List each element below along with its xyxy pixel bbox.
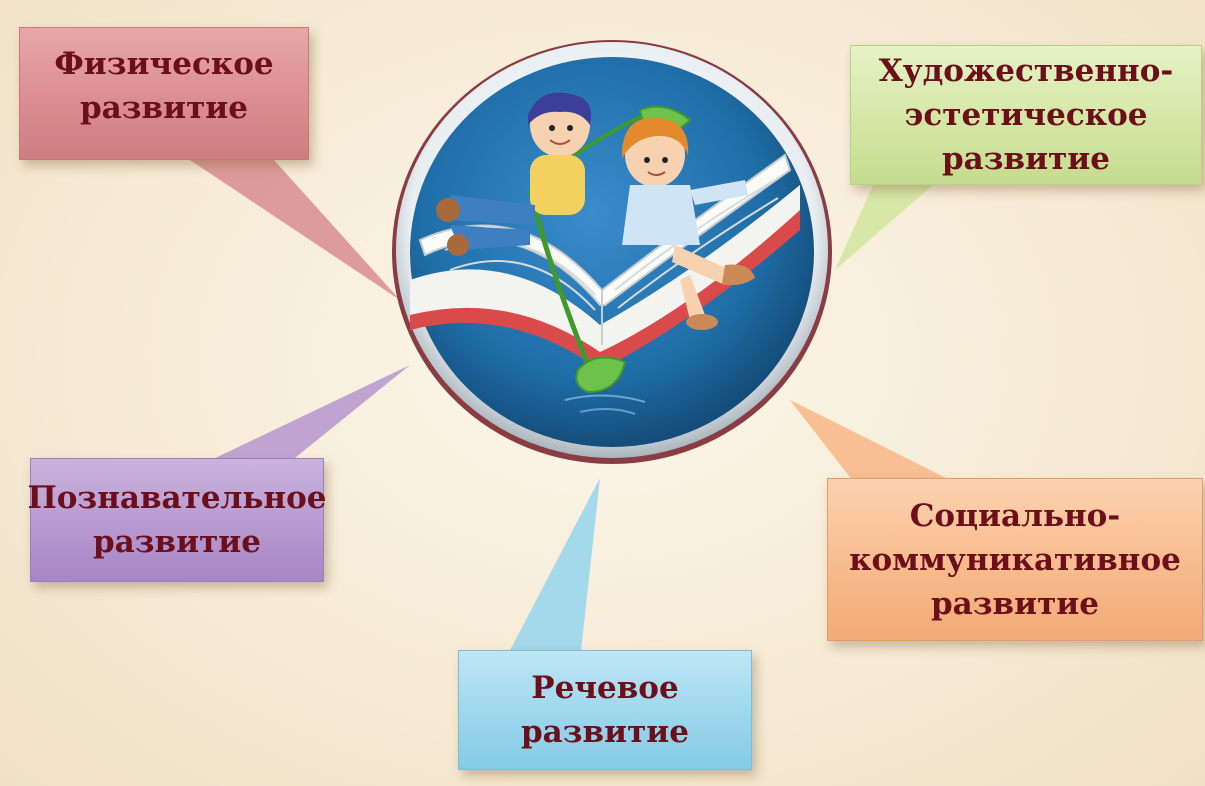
artistic-line-3: развитие: [941, 141, 1110, 177]
artistic-line-2: эстетическое: [904, 97, 1148, 133]
pointer-physical: [175, 150, 400, 300]
pointer-social: [790, 400, 970, 490]
box-artistic-development: Художественно- эстетическое развитие: [850, 45, 1202, 185]
speech-line-2: развитие: [520, 714, 689, 750]
pointer-speech: [505, 478, 600, 660]
box-social-development: Социально- коммуникативное развитие: [827, 478, 1203, 641]
pointer-artistic: [835, 170, 950, 270]
girl-character: [622, 117, 755, 330]
social-line-1: Социально-: [909, 497, 1121, 534]
box-physical-development: Физическое развитие: [19, 27, 309, 160]
speech-line-1: Речевое: [531, 670, 679, 706]
cognitive-line-1: Познавательное: [27, 480, 327, 516]
cognitive-line-2: развитие: [92, 524, 261, 560]
physical-line-1: Физическое: [54, 46, 274, 82]
box-speech-development: Речевое развитие: [458, 650, 752, 770]
boy-character: [436, 92, 591, 256]
social-line-3: развитие: [930, 585, 1099, 622]
social-line-2: коммуникативное: [849, 541, 1181, 578]
physical-line-2: развитие: [79, 90, 248, 126]
artistic-line-1: Художественно-: [878, 53, 1174, 89]
pointer-cognitive: [190, 365, 410, 470]
box-cognitive-development: Познавательное развитие: [27, 458, 327, 582]
water-background: [410, 57, 814, 447]
center-illustration: [392, 40, 832, 464]
